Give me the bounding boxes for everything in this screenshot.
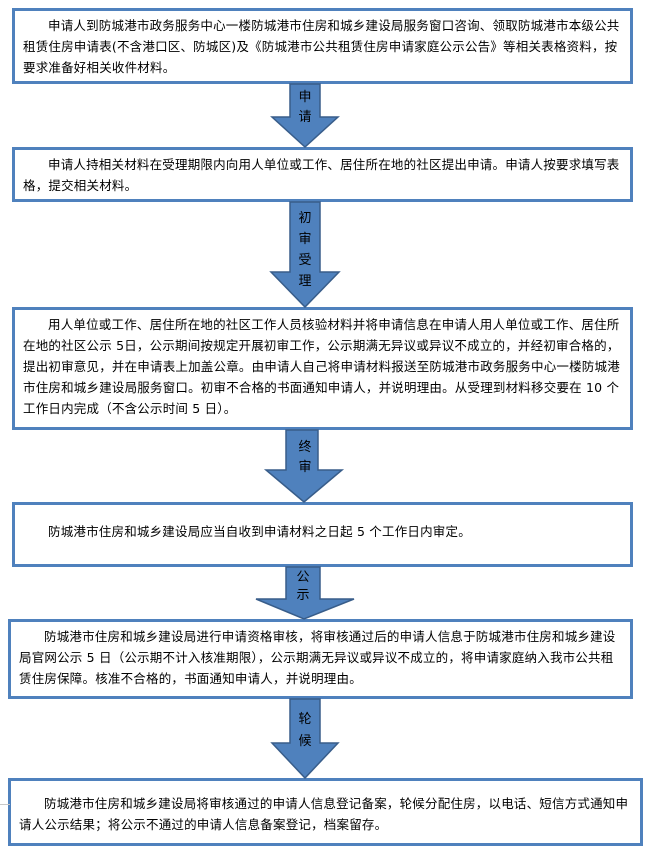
- arrow-label: 公 示: [252, 569, 354, 605]
- arrow-label-char: 请: [298, 110, 312, 125]
- arrow-label-char: 示: [296, 588, 310, 603]
- arrow-label-char: 终: [298, 440, 312, 455]
- arrow-label-char: 受: [298, 253, 312, 268]
- step-box-preliminary-review: 用人单位或工作、居住所在地的社区工作人员核验材料并将申请信息在申请人用人单位或工…: [12, 307, 633, 430]
- down-arrow-icon: [255, 566, 355, 620]
- step-box-apply-consult: 申请人到防城港市政务服务中心一楼防城港市住房和城乡建设局服务窗口咨询、领取防城港…: [12, 8, 633, 84]
- step-text: 用人单位或工作、居住所在地的社区工作人员核验材料并将申请信息在申请人用人单位或工…: [23, 317, 620, 416]
- flow-arrow-waiting: 轮 候: [270, 698, 340, 780]
- divider-line: [0, 804, 10, 805]
- flow-arrow-final-review: 终 审: [263, 429, 345, 503]
- arrow-label-char: 审: [298, 232, 312, 247]
- arrow-label: 申 请: [270, 88, 340, 128]
- step-text: 防城港市住房和城乡建设局应当自收到申请材料之日起 5 个工作日内审定。: [48, 524, 471, 539]
- flow-arrow-public-notice: 公 示: [252, 566, 356, 620]
- step-text: 申请人持相关材料在受理期限内向用人单位或工作、居住所在地的社区提出申请。申请人按…: [23, 157, 620, 193]
- down-arrow-icon: [270, 698, 340, 780]
- arrow-label-char: 公: [296, 570, 310, 585]
- step-box-submit-application: 申请人持相关材料在受理期限内向用人单位或工作、居住所在地的社区提出申请。申请人按…: [12, 147, 633, 202]
- down-arrow-icon: [270, 83, 340, 149]
- step-text: 申请人到防城港市政务服务中心一楼防城港市住房和城乡建设局服务窗口咨询、领取防城港…: [23, 18, 620, 75]
- arrow-label: 初 审 受 理: [268, 208, 342, 292]
- step-box-final-review: 防城港市住房和城乡建设局应当自收到申请材料之日起 5 个工作日内审定。: [12, 502, 633, 567]
- arrow-label-char: 申: [298, 90, 312, 105]
- arrow-label-char: 理: [298, 274, 312, 289]
- flow-arrow-preliminary-accept: 初 审 受 理: [268, 201, 342, 309]
- arrow-label-char: 轮: [298, 712, 312, 727]
- step-text: 防城港市住房和城乡建设局将审核通过的申请人信息登记备案，轮候分配住房，以电话、短…: [19, 796, 629, 832]
- step-box-public-notice: 防城港市住房和城乡建设局进行申请资格审核，将审核通过后的申请人信息于防城港市住房…: [8, 619, 633, 699]
- down-arrow-icon: [269, 201, 341, 309]
- arrow-label-char: 初: [298, 211, 312, 226]
- arrow-label: 轮 候: [270, 709, 340, 753]
- flow-arrow-apply: 申 请: [270, 83, 340, 149]
- down-arrow-icon: [263, 429, 345, 503]
- arrow-label-char: 审: [298, 460, 312, 475]
- arrow-label: 终 审: [266, 438, 344, 478]
- step-box-waiting-allocation: 防城港市住房和城乡建设局将审核通过的申请人信息登记备案，轮候分配住房，以电话、短…: [8, 778, 643, 846]
- step-text: 防城港市住房和城乡建设局进行申请资格审核，将审核通过后的申请人信息于防城港市住房…: [19, 629, 616, 686]
- arrow-label-char: 候: [298, 734, 312, 749]
